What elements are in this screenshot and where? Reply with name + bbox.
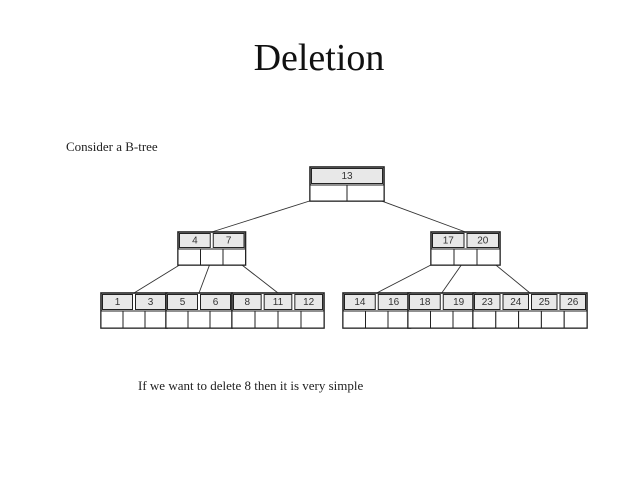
key-cell — [200, 294, 231, 310]
key-cell — [474, 294, 501, 310]
pointer-cell — [453, 248, 478, 266]
tree-node-l23242526: 23 24 25 26 — [472, 292, 588, 329]
pointer-cell — [495, 310, 520, 329]
key-label: 5 — [180, 297, 186, 308]
key-cell — [344, 294, 376, 310]
key-cell — [263, 294, 293, 310]
pointer-cell — [430, 310, 454, 329]
pointer-cell — [177, 248, 201, 266]
key-label: 19 — [453, 297, 465, 308]
key-label: 14 — [354, 297, 366, 308]
pointer-cell — [540, 310, 565, 329]
pointer-cell — [122, 310, 146, 329]
pointer-cell — [518, 310, 542, 329]
key-label: 26 — [567, 297, 579, 308]
pointer-cell — [187, 310, 211, 329]
pointer-cell — [144, 310, 168, 329]
caption-text: If we want to delete 8 then it is very s… — [138, 378, 364, 393]
pointer-cell — [407, 310, 431, 329]
key-label: 1 — [115, 297, 121, 308]
key-cell — [102, 294, 133, 310]
key-label: 3 — [148, 297, 154, 308]
pointer-cell — [200, 248, 224, 266]
key-label: 20 — [477, 236, 489, 247]
pointer-cell — [342, 310, 366, 329]
pointer-cell — [100, 310, 124, 329]
key-label: 6 — [213, 297, 219, 308]
key-cell — [466, 233, 499, 248]
tree-node-root: 13 — [309, 166, 385, 202]
key-label: 24 — [510, 297, 522, 308]
key-cell — [531, 294, 558, 310]
key-label: 12 — [303, 297, 315, 308]
tree-node-l1416: 14 16 — [342, 292, 412, 329]
key-cell — [233, 294, 262, 310]
key-label: 4 — [192, 236, 198, 247]
pointer-cell — [300, 310, 325, 329]
key-cell — [167, 294, 198, 310]
key-label: 11 — [273, 297, 284, 308]
pointer-cell — [346, 184, 385, 202]
pointer-cell — [430, 248, 455, 266]
key-label: 23 — [482, 297, 494, 308]
pointer-cell — [472, 310, 497, 329]
pointer-cell — [387, 310, 411, 329]
pointer-cell — [165, 310, 189, 329]
pointer-cell — [452, 310, 476, 329]
key-label: 18 — [419, 297, 431, 308]
key-label: 13 — [341, 171, 353, 182]
pointer-cell — [277, 310, 302, 329]
key-cell — [432, 233, 465, 248]
key-cell — [502, 294, 529, 310]
key-cell — [212, 233, 245, 248]
intro-text: Consider a B-tree — [66, 139, 158, 154]
key-cell — [294, 294, 324, 310]
key-cell — [179, 233, 211, 248]
key-label: 16 — [388, 297, 400, 308]
key-cell — [311, 168, 383, 184]
key-cell — [409, 294, 441, 310]
edge-root-n47 — [211, 194, 329, 233]
pointer-cell — [563, 310, 588, 329]
tree-node-l81112: 8 11 12 — [231, 292, 325, 329]
pointer-cell — [309, 184, 348, 202]
pointer-cell — [254, 310, 279, 329]
pointer-cell — [231, 310, 256, 329]
key-label: 7 — [226, 236, 232, 247]
pointer-cell — [365, 310, 389, 329]
key-label: 8 — [245, 297, 251, 308]
pointer-cell — [209, 310, 233, 329]
pointer-cell — [222, 248, 246, 266]
pointer-cell — [476, 248, 501, 266]
slide-title: Deletion — [253, 37, 385, 79]
key-cell — [559, 294, 586, 310]
key-label: 25 — [539, 297, 551, 308]
key-label: 17 — [443, 236, 455, 247]
